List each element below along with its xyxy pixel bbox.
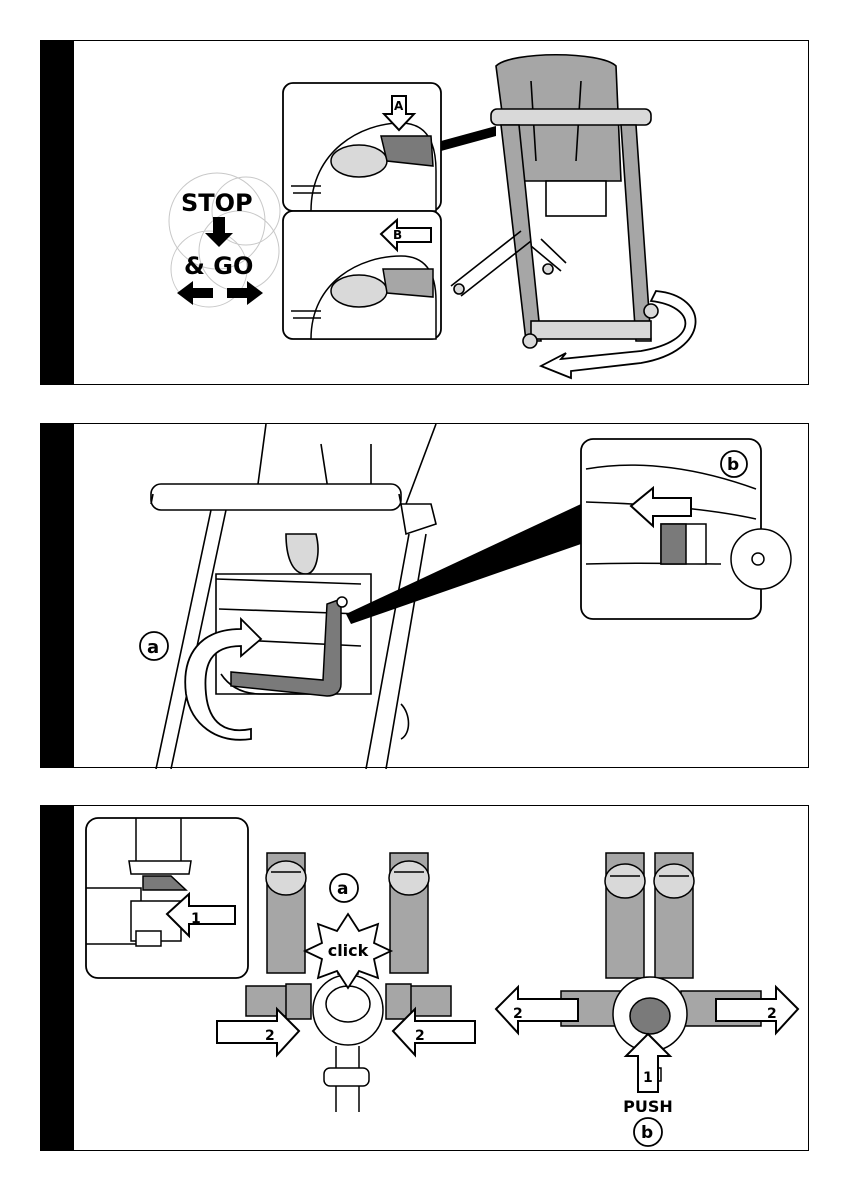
stop-text: STOP	[181, 189, 253, 217]
label-a: a	[337, 879, 348, 899]
label-b: b	[727, 455, 739, 475]
label-a: A	[394, 99, 404, 113]
panel-harness: 1 click a 2 2	[40, 805, 809, 1151]
num-1b: 1	[643, 1070, 653, 1086]
click-text: click	[328, 941, 369, 960]
right-arrow-icon	[227, 281, 263, 305]
release-button-icon	[337, 597, 347, 607]
label-b: b	[641, 1123, 653, 1143]
panel-wheel-lock: STOP & GO A B	[40, 40, 809, 385]
push-text: PUSH	[623, 1097, 673, 1116]
label-a: a	[147, 637, 159, 658]
num-2c: 2	[513, 1006, 523, 1022]
num-2d: 2	[767, 1006, 777, 1022]
wheel-lock-illustration: STOP & GO A B	[41, 41, 810, 386]
num-1a: 1	[191, 911, 201, 927]
panel-tray-adjust: a b	[40, 423, 809, 768]
highchair-icon	[451, 55, 658, 348]
harness-illustration: 1 click a 2 2	[41, 806, 810, 1152]
detail-pointer	[346, 504, 581, 624]
left-arrow-icon	[177, 281, 213, 305]
num-2b: 2	[415, 1028, 425, 1044]
go-text: & GO	[184, 252, 253, 280]
num-2a: 2	[265, 1028, 275, 1044]
down-arrow-icon	[205, 217, 233, 247]
tray-adjust-illustration: a b	[41, 424, 810, 769]
label-b: B	[393, 228, 402, 242]
detail-pointer	[441, 126, 496, 151]
buckle-detail-box	[86, 818, 248, 978]
